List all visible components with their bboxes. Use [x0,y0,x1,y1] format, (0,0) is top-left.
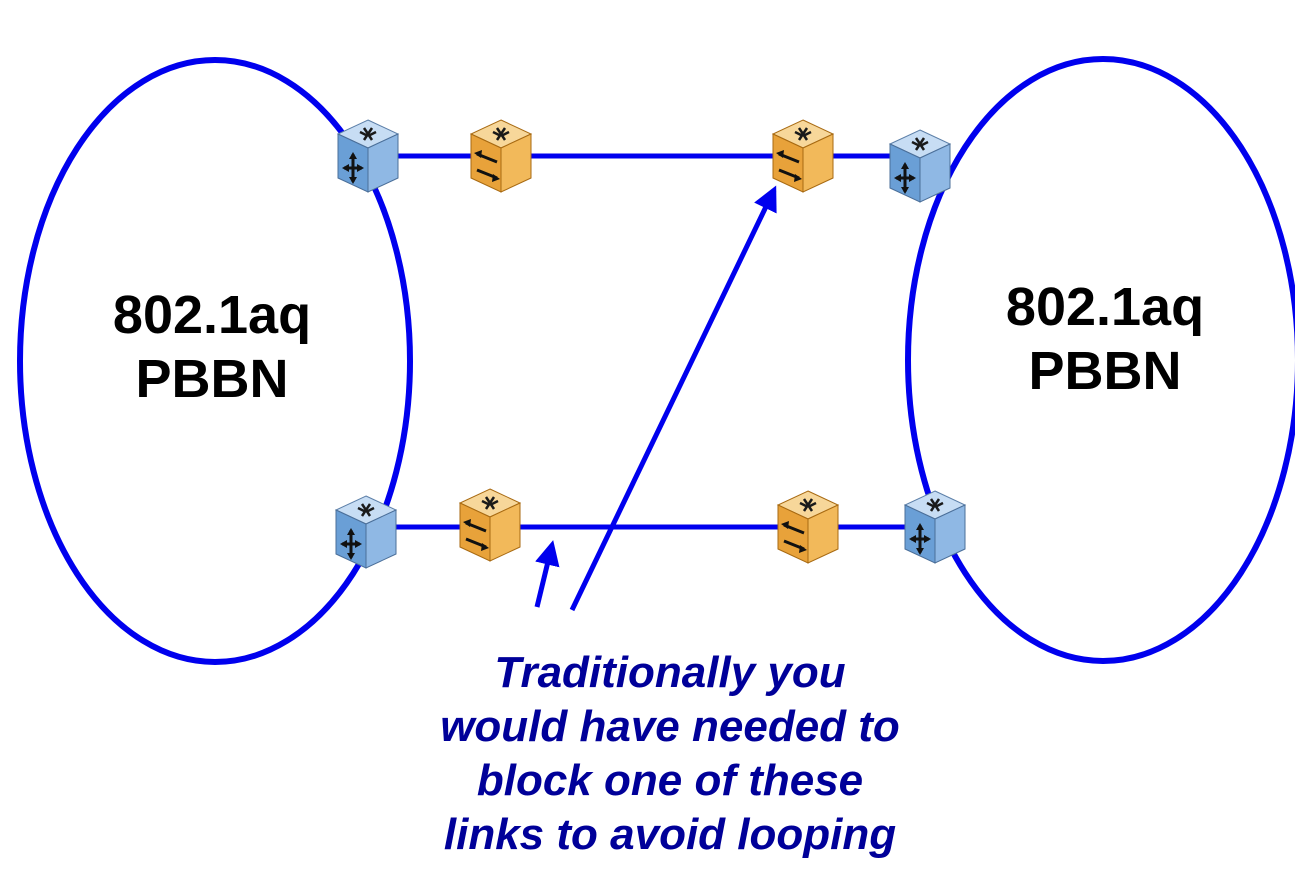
right-pbbn-network [905,56,1295,664]
left-pbbn-network [17,57,413,665]
orange-switch-icon [771,118,835,194]
pointer-arrow-long [569,185,777,612]
annotation-line: Traditionally you [494,648,846,697]
annotation-line: block one of these [476,756,864,805]
annotation-line: links to avoid looping [443,810,897,859]
left-network-type: PBBN [135,349,289,409]
annotation-line: would have needed to [440,702,900,751]
orange-switch-icon [776,489,840,565]
annotation-text: Traditionally you would have needed to b… [400,646,940,862]
pointer-arrow-short [534,540,560,608]
left-network-standard: 802.1aq [112,285,312,345]
blue-switch-icon [888,128,952,204]
right-network-type: PBBN [1028,341,1182,401]
left-network-label: 802.1aq PBBN [72,283,352,411]
orange-switch-icon [469,118,533,194]
blue-switch-icon [903,489,967,565]
right-network-standard: 802.1aq [1005,277,1205,337]
right-network-label: 802.1aq PBBN [965,275,1245,403]
blue-switch-icon [336,118,400,194]
blue-switch-icon [334,494,398,570]
orange-switch-icon [458,487,522,563]
